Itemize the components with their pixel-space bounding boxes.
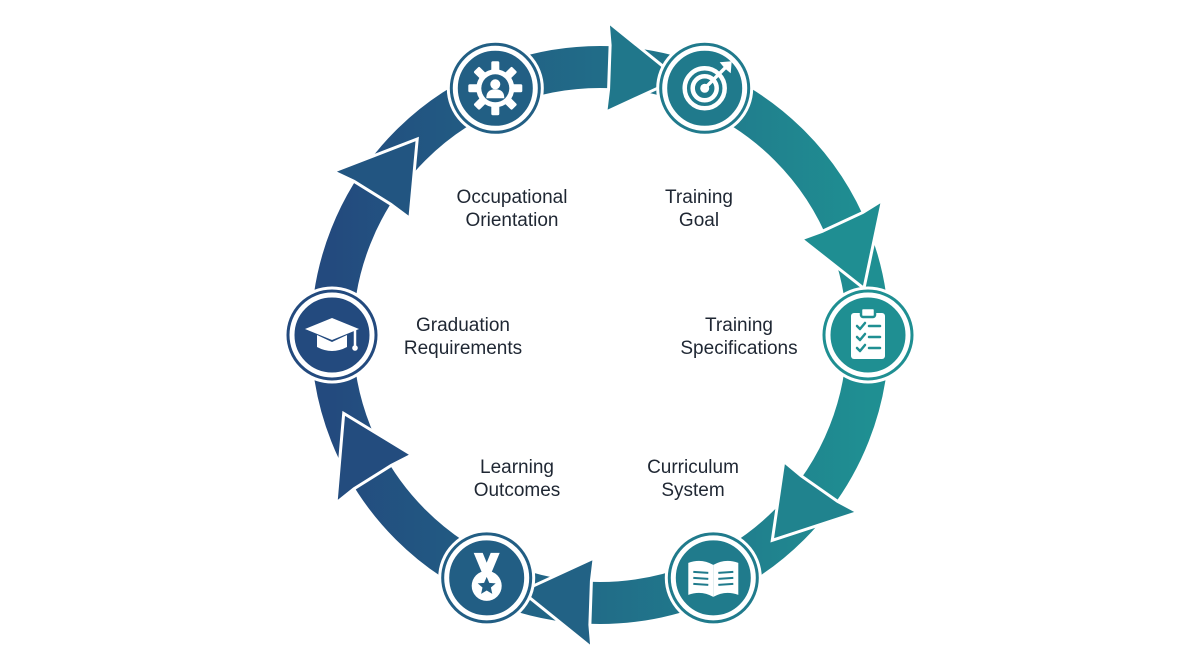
node-graduation-requirements <box>283 286 381 384</box>
arrowhead-3 <box>518 555 596 652</box>
node-ring <box>662 45 748 131</box>
node-training-goal <box>656 39 754 137</box>
arrowhead-0 <box>604 18 682 115</box>
label-line: Graduation <box>415 315 510 336</box>
ring-nodes <box>283 39 917 627</box>
label-line: Outcomes <box>473 480 561 501</box>
medal-icon <box>471 552 502 601</box>
label-line: Training <box>705 315 773 336</box>
arrowhead-4 <box>334 410 415 507</box>
label-line: Goal <box>678 210 720 231</box>
node-learning-outcomes <box>438 529 536 627</box>
label-line: Curriculum <box>647 457 739 478</box>
label-graduation-requirements: Graduation Requirements <box>404 314 522 360</box>
node-training-specifications <box>819 286 917 384</box>
node-ring <box>452 45 538 131</box>
label-line: Learning <box>480 457 554 478</box>
label-line: Orientation <box>465 210 559 231</box>
target-icon <box>682 61 732 111</box>
node-ring <box>289 292 375 378</box>
node-curriculum-system <box>664 529 762 627</box>
arrowhead-1 <box>798 197 885 292</box>
arrowhead-5 <box>329 136 419 222</box>
gear-person-icon <box>468 61 523 116</box>
label-line: Training <box>665 187 733 208</box>
label-training-goal: Training Goal <box>665 186 733 232</box>
arrowhead-2 <box>770 458 862 543</box>
label-learning-outcomes: Learning Outcomes <box>474 456 561 502</box>
node-ring <box>670 535 756 621</box>
label-curriculum-system: Curriculum System <box>647 456 739 502</box>
label-training-specifications: Training Specifications <box>680 314 797 360</box>
label-line: System <box>661 480 725 501</box>
node-occupational-orientation <box>446 39 544 137</box>
node-ring <box>444 535 530 621</box>
node-ring <box>825 292 911 378</box>
open-book-icon <box>688 560 739 597</box>
label-line: Specifications <box>680 338 798 359</box>
graduation-cap-icon <box>305 318 359 351</box>
clipboard-checklist-icon <box>851 306 885 359</box>
label-occupational-orientation: Occupational Orientation <box>457 186 568 232</box>
label-line: Occupational <box>456 187 568 208</box>
label-line: Requirements <box>403 338 523 359</box>
